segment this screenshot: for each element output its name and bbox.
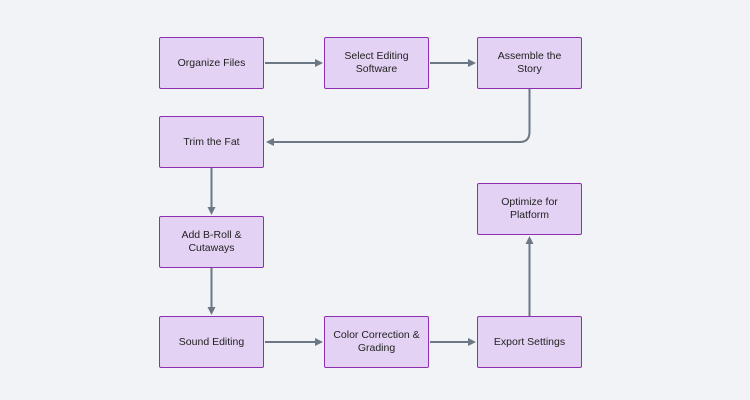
node-color-correction-grading[interactable]: Color Correction & Grading xyxy=(324,316,429,368)
node-sound-editing[interactable]: Sound Editing xyxy=(159,316,264,368)
node-export-settings[interactable]: Export Settings xyxy=(477,316,582,368)
node-add-b-roll-cutaways[interactable]: Add B-Roll & Cutaways xyxy=(159,216,264,268)
node-optimize-for-platform[interactable]: Optimize for Platform xyxy=(477,183,582,235)
node-assemble-the-story[interactable]: Assemble the Story xyxy=(477,37,582,89)
node-trim-the-fat[interactable]: Trim the Fat xyxy=(159,116,264,168)
node-organize-files[interactable]: Organize Files xyxy=(159,37,264,89)
node-select-editing-software[interactable]: Select Editing Software xyxy=(324,37,429,89)
edge-assemble-to-trim xyxy=(266,89,531,146)
